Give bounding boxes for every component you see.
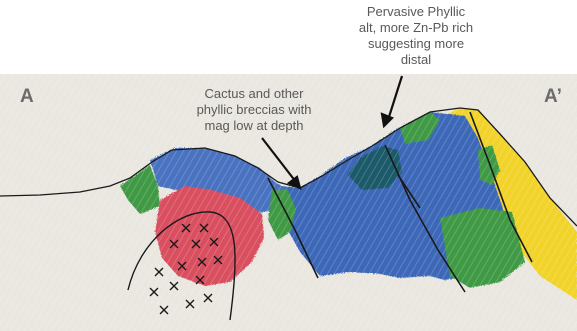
annotation-top-line-2: alt, more Zn-Pb rich <box>336 20 496 36</box>
section-end-label: A’ <box>544 86 562 108</box>
annotation-top-line-3: suggesting more <box>336 36 496 52</box>
section-start-label: A <box>20 86 34 108</box>
annotation-top-note: Pervasive Phyllic alt, more Zn-Pb rich s… <box>336 4 496 68</box>
annotation-top-line-4: distal <box>336 52 496 68</box>
annotation-top-line-1: Pervasive Phyllic <box>336 4 496 20</box>
annotation-middle-line-3: mag low at depth <box>170 118 338 134</box>
annotation-middle-line-1: Cactus and other <box>170 86 338 102</box>
annotation-middle-line-2: phyllic breccias with <box>170 102 338 118</box>
annotation-middle-note: Cactus and other phyllic breccias with m… <box>170 86 338 134</box>
